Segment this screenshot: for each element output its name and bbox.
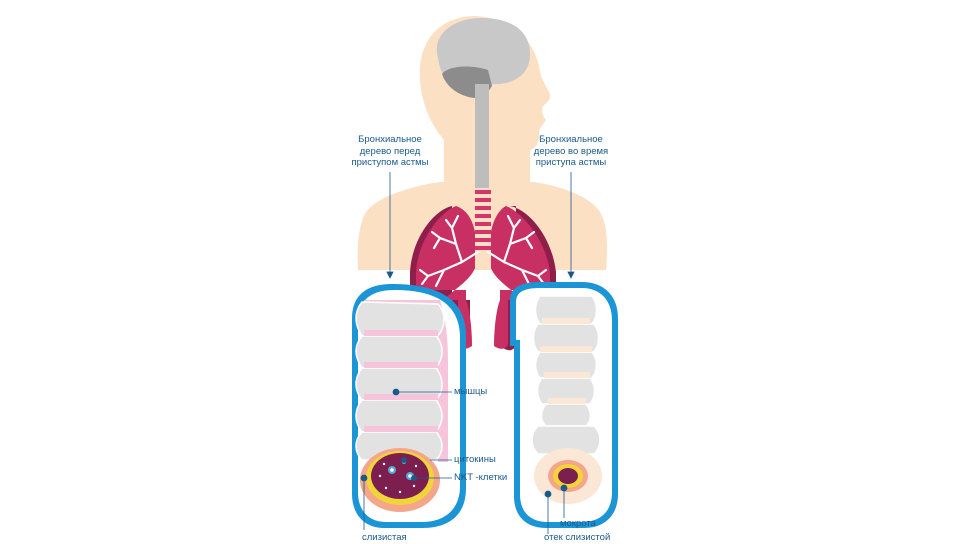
caption-before-line-1: Бронхиальное — [358, 134, 422, 145]
caption-during-line-2: дерево во время — [533, 145, 609, 157]
bronchus-before — [352, 284, 466, 530]
label-mucosa: слизистая — [362, 532, 407, 543]
bronchus-during — [510, 282, 618, 534]
caption-before-line-2: дерево перед — [359, 145, 421, 157]
bronchus-rings-during — [531, 295, 601, 455]
ring-highlights-during — [540, 318, 592, 404]
lungs — [410, 188, 556, 351]
caption-during-line-1: Бронхиальное — [539, 134, 603, 145]
ring-highlights — [364, 330, 438, 432]
caption-before-line-3: приступом астмы — [351, 157, 429, 168]
bronchial-tree — [418, 214, 548, 288]
label-pointers-right — [544, 484, 568, 534]
label-muscles: мышцы — [454, 386, 488, 397]
caption-during: Бронхиальное дерево во время приступа ас… — [521, 134, 621, 169]
brain — [436, 17, 530, 188]
caption-before: Бронхиальное дерево перед приступом астм… — [340, 134, 440, 169]
label-cytokines: цитокины — [454, 454, 496, 465]
right-lung — [490, 206, 550, 349]
brainstem — [475, 84, 489, 188]
label-pointers-left — [360, 388, 452, 530]
label-nkt-cells: NKT -клетки — [454, 472, 508, 483]
trachea — [475, 188, 491, 270]
label-sputum: мокрота — [560, 518, 596, 529]
bronchus-rings-before — [355, 301, 445, 461]
caption-pointers — [386, 172, 575, 279]
caption-during-line-3: приступа астмы — [535, 157, 607, 168]
label-mucosa-edema: отек слизистой — [544, 532, 611, 543]
sputum-core — [558, 468, 578, 484]
